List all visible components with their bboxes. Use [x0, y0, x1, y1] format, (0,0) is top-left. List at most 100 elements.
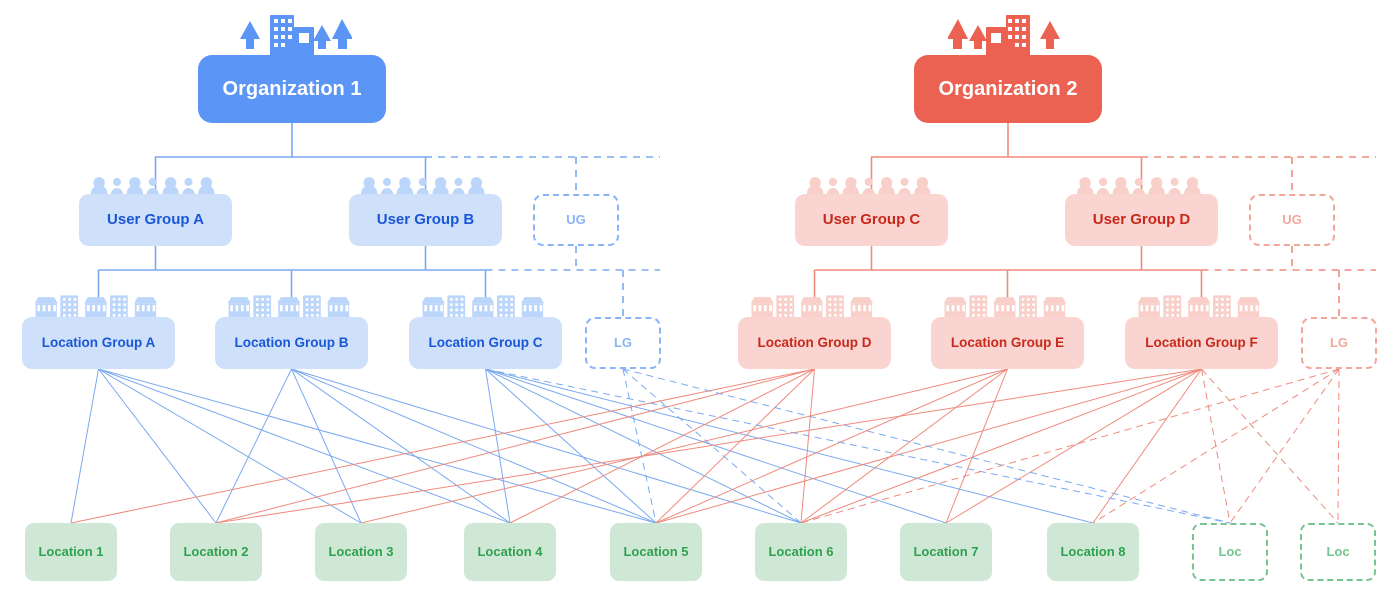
location-node-6-label: Location 6 — [768, 543, 834, 559]
connector-line — [485, 368, 1094, 524]
connector-line — [70, 368, 99, 524]
buildings-icon — [941, 291, 1074, 326]
organization-node-organization-2-label: Organization 2 — [938, 78, 1078, 100]
connector-line — [800, 368, 1340, 524]
connector-line — [1092, 368, 1202, 524]
location-node-2-label: Location 2 — [183, 543, 249, 559]
location-group-node-f-label: Location Group F — [1145, 334, 1258, 350]
location-node-2[interactable]: Location 2 — [170, 523, 262, 581]
user-group-node-a[interactable]: User Group A — [79, 194, 232, 246]
buildings-icon — [32, 291, 165, 326]
user-group-node-d[interactable]: User Group D — [1065, 194, 1218, 246]
buildings-icon — [225, 291, 358, 326]
user-group-placeholder-label: UG — [1282, 211, 1302, 227]
location-group-node-b-label: Location Group B — [234, 334, 349, 350]
user-group-node-b-label: User Group B — [376, 210, 475, 228]
connector-line — [655, 368, 1202, 524]
connector-line — [70, 368, 815, 524]
location-node-3-label: Location 3 — [328, 543, 394, 559]
connector-line — [1092, 368, 1340, 524]
location-group-placeholder[interactable]: LG — [1301, 317, 1377, 369]
user-group-node-c[interactable]: User Group C — [795, 194, 948, 246]
location-group-node-c[interactable]: Location Group C — [409, 317, 562, 369]
location-placeholder-label: Loc — [1218, 543, 1242, 559]
location-node-4-label: Location 4 — [477, 543, 543, 559]
trees-city-icon — [947, 11, 1068, 62]
connector-line — [98, 368, 511, 524]
location-placeholder[interactable]: Loc — [1300, 523, 1376, 581]
organization-node-organization-1[interactable]: Organization 1 — [198, 55, 386, 123]
connector-line — [215, 368, 1202, 524]
connector-line — [800, 368, 815, 524]
connector-line — [622, 368, 1231, 524]
location-group-node-f[interactable]: Location Group F — [1125, 317, 1278, 369]
location-placeholder-label: Loc — [1326, 543, 1350, 559]
connector-line — [800, 368, 1008, 524]
connector-line — [291, 368, 511, 524]
location-node-4[interactable]: Location 4 — [464, 523, 556, 581]
location-node-8[interactable]: Location 8 — [1047, 523, 1139, 581]
connector-line — [98, 368, 657, 524]
location-group-placeholder-label: LG — [1329, 334, 1349, 350]
location-node-7-label: Location 7 — [913, 543, 979, 559]
connector-line — [509, 368, 815, 524]
location-group-node-d-label: Location Group D — [757, 334, 872, 350]
connector-line — [98, 368, 362, 524]
connector-line — [655, 368, 815, 524]
connector-line — [360, 368, 1008, 524]
user-group-placeholder-label: UG — [566, 211, 586, 227]
location-node-1[interactable]: Location 1 — [25, 523, 117, 581]
user-group-node-a-label: User Group A — [107, 210, 204, 228]
location-group-node-e[interactable]: Location Group E — [931, 317, 1084, 369]
connector-line — [622, 368, 802, 524]
connector-line — [485, 368, 947, 524]
organization-node-organization-1-label: Organization 1 — [222, 78, 362, 100]
user-group-placeholder[interactable]: UG — [1249, 194, 1335, 246]
location-node-7[interactable]: Location 7 — [900, 523, 992, 581]
connector-line — [655, 368, 1008, 524]
connector-line — [485, 368, 657, 524]
location-group-node-c-label: Location Group C — [428, 334, 543, 350]
city-trees-icon — [232, 11, 353, 62]
location-group-node-a-label: Location Group A — [41, 334, 156, 350]
location-group-placeholder[interactable]: LG — [585, 317, 661, 369]
location-group-node-a[interactable]: Location Group A — [22, 317, 175, 369]
location-node-8-label: Location 8 — [1060, 543, 1126, 559]
location-node-3[interactable]: Location 3 — [315, 523, 407, 581]
location-node-6[interactable]: Location 6 — [755, 523, 847, 581]
connector-line — [1337, 368, 1340, 524]
connector-line — [291, 368, 657, 524]
connector-line — [945, 368, 1008, 524]
connector-line — [800, 368, 1202, 524]
buildings-icon — [1135, 291, 1268, 326]
location-group-node-e-label: Location Group E — [950, 334, 1065, 350]
connector-line — [1201, 368, 1339, 524]
organization-node-organization-2[interactable]: Organization 2 — [914, 55, 1102, 123]
user-group-node-b[interactable]: User Group B — [349, 194, 502, 246]
connector-line — [291, 368, 362, 524]
location-node-1-label: Location 1 — [38, 543, 104, 559]
people-icon — [361, 173, 491, 204]
connector-line — [98, 368, 217, 524]
connector-line — [291, 368, 802, 524]
connector-line — [945, 368, 1202, 524]
location-group-placeholder-label: LG — [613, 334, 633, 350]
user-group-node-d-label: User Group D — [1092, 210, 1191, 228]
location-group-node-b[interactable]: Location Group B — [215, 317, 368, 369]
location-node-5[interactable]: Location 5 — [610, 523, 702, 581]
user-group-node-c-label: User Group C — [822, 210, 921, 228]
connector-line — [1229, 368, 1340, 524]
connector-line — [485, 368, 802, 524]
connector-line — [215, 368, 815, 524]
connector-line — [485, 368, 511, 524]
connector-line — [215, 368, 292, 524]
user-group-placeholder[interactable]: UG — [533, 194, 619, 246]
location-node-5-label: Location 5 — [623, 543, 689, 559]
location-placeholder[interactable]: Loc — [1192, 523, 1268, 581]
connector-line — [622, 368, 657, 524]
buildings-icon — [419, 291, 552, 326]
connector-line — [485, 368, 1231, 524]
location-group-node-d[interactable]: Location Group D — [738, 317, 891, 369]
